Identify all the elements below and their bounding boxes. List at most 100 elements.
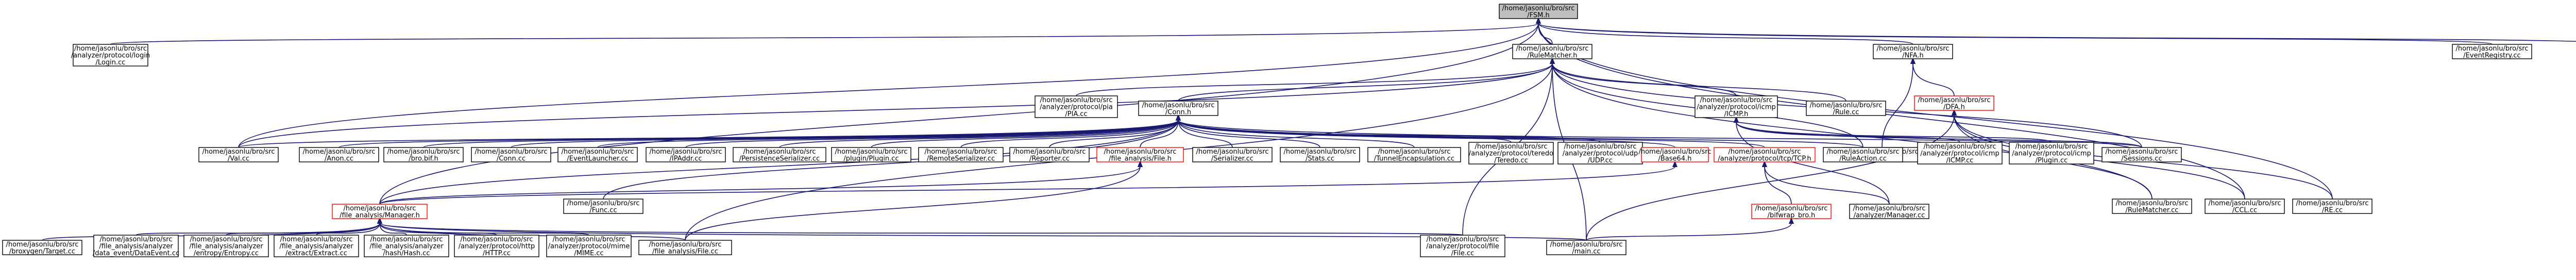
node-label-line: /home/jasonlu/bro/src [561,148,634,156]
edge-mime-to-manager_h [380,223,589,236]
node-stats[interactable]: /home/jasonlu/bro/src/Stats.cc [1280,147,1360,162]
node-label-line: /home/jasonlu/bro/src [1502,5,1574,12]
node-label-line: /home/jasonlu/bro/src [190,236,262,243]
node-file-h[interactable]: /home/jasonlu/bro/src/file_analysis/File… [1096,147,1184,162]
node-pia[interactable]: /home/jasonlu/bro/src/analyzer/protocol/… [1035,95,1118,118]
node-mime[interactable]: /home/jasonlu/bro/src/analyzer/protocol/… [546,235,632,257]
edge-extract-to-manager_h [316,223,380,236]
edge-anon-to-conn_h [338,120,1178,148]
edge-persist-to-conn_h [779,120,1178,148]
node-label-line: /analyzer/protocol/login [71,52,150,60]
node-bro[interactable]: /home/jasonlu/bro/src/bro.bif.h [383,147,464,162]
node-box [1138,101,1218,116]
node-label-line: /Login.cc [96,59,126,67]
node-rule-cc[interactable]: /home/jasonlu/bro/src/Rule.cc [1806,101,1886,116]
node-box [73,44,148,67]
node-label-line: /EventLauncher.cc [567,155,628,162]
node-label-line: /CCL.cc [2232,206,2257,214]
node-re[interactable]: /home/jasonlu/bro/src/RE.cc [2292,199,2372,214]
edge-ruleAction-to-conn_h [1178,120,1863,148]
node-manager-h[interactable]: /home/jasonlu/bro/src/file_analysis/Mana… [332,204,428,219]
node-box [1914,95,1994,111]
node-extract[interactable]: /home/jasonlu/bro/src/file_analysis/anal… [274,235,359,257]
node-ruleMatcher-cc[interactable]: /home/jasonlu/bro/src/RuleMatcher.cc [2112,199,2192,214]
node-anon[interactable]: /home/jasonlu/bro/src/Anon.cc [299,147,379,162]
node-remote[interactable]: /home/jasonlu/bro/src/RemoteSerializer.c… [918,147,1004,162]
node-box [1823,147,1903,162]
node-http[interactable]: /home/jasonlu/bro/src/analyzer/protocol/… [454,235,539,257]
node-label-line: /Serializer.cc [1211,155,1253,162]
node-label-line: /RuleMatcher.cc [2126,206,2179,214]
node-nfa-h[interactable]: /home/jasonlu/bro/src/NFA.h [1873,44,1953,59]
node-label-line: /home/jasonlu/bro/src [1700,96,1772,104]
node-udp-cc[interactable]: /home/jasonlu/bro/src/analyzer/protocol/… [1557,142,1643,164]
node-box [274,235,359,257]
node-box [1873,44,1953,59]
node-label-line: /analyzer/protocol/http [459,243,535,251]
node-box [1280,147,1360,162]
edge-fileproto-to-manager_h [380,223,1463,236]
node-files[interactable]: /home/jasonlu/bro/src/file_analysis/File… [638,240,732,255]
node-icmp-h[interactable]: /home/jasonlu/bro/src/analyzer/protocol/… [1694,95,1778,118]
node-hash[interactable]: /home/jasonlu/bro/src/file_analysis/anal… [364,235,449,257]
node-persist[interactable]: /home/jasonlu/bro/src/PersistenceSeriali… [733,147,826,162]
node-icmp-plugin[interactable]: /home/jasonlu/bro/src/analyzer/protocol/… [2009,142,2094,164]
node-label-line: /home/jasonlu/bro/src [1426,236,1499,243]
edge-main-to-bifwrap [1586,223,1791,241]
edge-tcp_h-to-conn_h [1178,120,1765,148]
node-box [1917,142,2003,164]
node-sessions[interactable]: /home/jasonlu/bro/src/Sessions.cc [2102,147,2182,162]
node-reporter[interactable]: /home/jasonlu/bro/src/Reporter.cc [1009,147,1090,162]
node-label-line: /home/jasonlu/bro/src [1876,45,1949,53]
node-box [1806,101,1886,116]
node-plugin[interactable]: /home/jasonlu/bro/src/plugin/Plugin.cc [831,147,911,162]
node-conn-h[interactable]: /home/jasonlu/bro/src/Conn.h [1138,101,1218,116]
edge-val-to-conn_h [238,120,1178,148]
node-val[interactable]: /home/jasonlu/bro/src/Val.cc [198,147,279,162]
node-icmp-cc[interactable]: /home/jasonlu/bro/src/analyzer/protocol/… [1917,142,2003,164]
node-box [1512,44,1592,59]
edge-dfa_h-to-nfa_h [1913,63,1955,96]
node-label-line: /file_analysis/analyzer [189,243,263,251]
node-eventLauncher[interactable]: /home/jasonlu/bro/src/EventLauncher.cc [557,147,638,162]
node-label-line: /extract/Extract.cc [285,250,347,257]
node-ruleMatcher-h[interactable]: /home/jasonlu/bro/src/RuleMatcher.h [1512,44,1592,59]
edge-main-to-manager_h [380,223,1587,241]
node-dataEvent[interactable]: /home/jasonlu/bro/src/file_analysis/anal… [93,235,179,257]
node-label-line: /DFA.h [1943,103,1965,111]
node-label-line: /file_analysis/analyzer [99,243,173,251]
edge-ipaddr-to-conn_h [685,120,1178,148]
node-teredo[interactable]: /home/jasonlu/bro/src/analyzer/protocol/… [1468,142,1554,164]
node-target[interactable]: /home/jasonlu/bro/src/broxygen/Target.cc [2,240,82,255]
node-box [918,147,1004,162]
node-label-line: /home/jasonlu/bro/src [1755,205,1827,212]
node-label-line: /RuleAction.cc [1839,155,1887,162]
node-box [2,240,82,255]
node-fileproto[interactable]: /home/jasonlu/bro/src/analyzer/protocol/… [1420,235,1505,257]
node-tcp-h[interactable]: /home/jasonlu/bro/src/analyzer/protocol/… [1714,147,1816,162]
node-label-line: /file_analysis/File.cc [652,248,718,255]
node-ccl[interactable]: /home/jasonlu/bro/src/CCL.cc [2205,199,2285,214]
node-tunnel[interactable]: /home/jasonlu/bro/src/TunnelEncapsulatio… [1367,147,1461,162]
node-fsm[interactable]: /home/jasonlu/bro/src/FSM.h [1499,4,1578,19]
node-label-line: /home/jasonlu/bro/src [2296,200,2368,207]
node-entropy[interactable]: /home/jasonlu/bro/src/file_analysis/anal… [183,235,269,257]
node-box [831,147,911,162]
node-conn-cc[interactable]: /home/jasonlu/bro/src/Conn.cc [471,147,551,162]
node-ipaddr[interactable]: /home/jasonlu/bro/src/IPAddr.cc [646,147,726,162]
node-label-line: /broxygen/Target.cc [9,248,75,255]
node-login[interactable]: /home/jasonlu/bro/src/analyzer/protocol/… [71,44,150,67]
node-ruleAction[interactable]: /home/jasonlu/bro/src/RuleAction.cc [1823,147,1903,162]
node-func[interactable]: /home/jasonlu/bro/src/Func.cc [563,199,643,214]
node-analyzerManager[interactable]: /home/jasonlu/bro/src/analyzer/Manager.c… [1849,204,1929,219]
node-eventRegistry[interactable]: /home/jasonlu/bro/src/EventRegistry.cc [2452,44,2532,59]
node-serialize[interactable]: /home/jasonlu/bro/src/Serializer.cc [1192,147,1273,162]
node-main[interactable]: /home/jasonlu/bro/src/main.cc [1546,240,1626,255]
node-dfa-h[interactable]: /home/jasonlu/bro/src/DFA.h [1914,95,1994,111]
node-label-line: /home/jasonlu/bro/src [649,241,721,249]
node-bifwrap[interactable]: /home/jasonlu/bro/src/bifwrap_bro.h [1751,204,1832,219]
node-base64[interactable]: /home/jasonlu/bro/src/Base64.h [1638,147,1711,162]
node-label-line: /Anon.cc [325,155,353,162]
node-label-line: /Teredo.cc [1494,157,1528,164]
node-label-line: /home/jasonlu/bro/src [1516,45,1588,53]
